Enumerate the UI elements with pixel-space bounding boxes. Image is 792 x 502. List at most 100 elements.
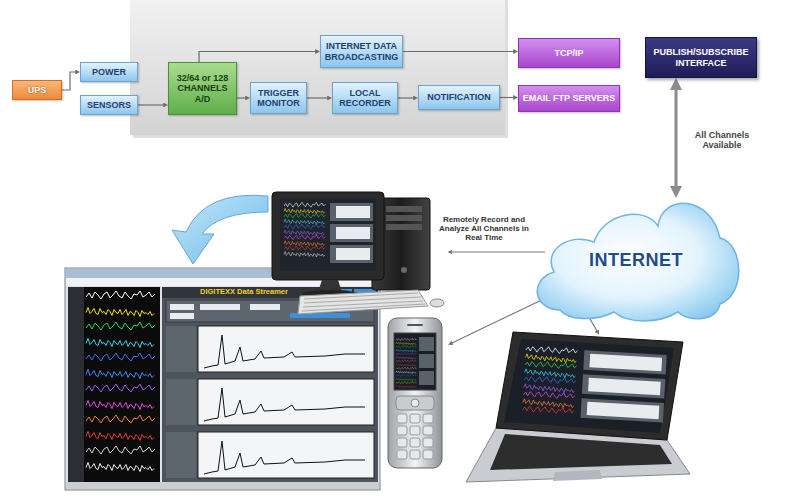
mobile-phone-part: [423, 426, 433, 435]
connector-arrow: [199, 52, 316, 63]
software-screenshot-part: [86, 446, 155, 454]
internet-cloud: INTERNET: [530, 198, 742, 322]
desktop-computer-part: [284, 202, 325, 257]
software-screenshot-part: [86, 308, 154, 317]
mobile-phone-part: [419, 337, 434, 351]
curved-arrow: [172, 195, 268, 264]
software-screenshot-part: [86, 415, 155, 423]
laptop-computer-part: [522, 405, 574, 414]
software-screenshot-part: [86, 463, 154, 472]
node-text: 32/64 or 128 CHANNELS A/D: [172, 73, 233, 104]
mobile-phone-part: [423, 438, 433, 447]
laptop-computer-part: [504, 339, 674, 433]
process-box: SENSORS: [80, 95, 138, 115]
node-text: POWER: [84, 67, 134, 77]
laptop-computer-part: [587, 402, 660, 420]
mobile-phone-part: [407, 324, 423, 326]
mobile-phone-part: [411, 399, 419, 407]
mobile-phone-part: [396, 385, 416, 388]
connector-arrow: [398, 97, 414, 98]
software-screenshot-part: [166, 379, 196, 425]
laptop-computer-part: [583, 350, 666, 374]
desktop-computer-part: [302, 293, 425, 311]
mobile-phone-part: [396, 374, 417, 376]
software-screenshot-part: [166, 326, 196, 372]
node-text: TCP/IP: [522, 48, 616, 58]
mobile-phone-part: [396, 364, 416, 367]
mobile-phone-part: [396, 353, 417, 355]
software-screenshot-part: [86, 370, 154, 379]
desktop-computer-part: [284, 230, 325, 235]
desktop-computer-part: [330, 203, 373, 221]
desktop-computer-part: [284, 235, 325, 240]
node-text: NOTIFICATION: [422, 92, 496, 102]
mobile-phone-part: [397, 414, 407, 423]
mobile-phone-part: [396, 345, 417, 347]
mobile-phone-part: [396, 357, 416, 360]
mobile-phone-part: [394, 333, 436, 390]
laptop-computer-part: [522, 346, 667, 423]
desktop-computer-part: [386, 215, 422, 221]
edge-label: All Channels Available: [688, 130, 756, 151]
software-screenshot-part: [200, 304, 240, 310]
software-screenshot-part: [68, 287, 160, 482]
connector-arrow: [500, 97, 514, 98]
software-screenshot-part: [204, 335, 365, 368]
process-box: NOTIFICATION: [418, 85, 500, 110]
software-screenshot-part: [66, 482, 379, 489]
node-text: INTERNET DATA BROADCASTING: [324, 41, 399, 62]
desktop-computer-part: [330, 224, 373, 242]
process-box: INTERNET DATA BROADCASTING: [320, 35, 403, 68]
desktop-computer-part: [284, 208, 325, 213]
software-screenshot-part: [170, 304, 194, 310]
software-screenshot-part: [170, 313, 194, 319]
ups-box: UPS: [12, 80, 62, 100]
node-text: EMAIL FTP SERVERS: [522, 93, 616, 103]
desktop-computer-part: [284, 213, 325, 218]
mobile-phone-part: [410, 438, 420, 447]
mobile-phone-part: [397, 450, 407, 459]
software-screenshot-part: [198, 326, 374, 372]
laptop-computer-part: [523, 384, 574, 394]
desktop-computer-part: [284, 219, 325, 224]
mobile-phone-part: [419, 371, 434, 385]
laptop-computer-part: [581, 398, 664, 422]
mobile-phone-part: [419, 354, 434, 368]
node-text: UPS: [16, 85, 58, 95]
mobile-phone-part: [396, 338, 417, 340]
desktop-computer: [272, 192, 444, 314]
laptop-computer-part: [524, 369, 575, 379]
desktop-computer-part: [284, 202, 325, 207]
mobile-phone-part: [396, 381, 417, 383]
interface-box: PUBLISH/SUBSCRIBE INTERFACE: [645, 37, 757, 78]
software-screenshot-part: [198, 432, 374, 478]
desktop-computer-part: [284, 241, 325, 246]
software-screenshot-part: [86, 339, 154, 348]
node-text: LOCAL RECORDER: [336, 88, 394, 109]
laptop-computer-part: [582, 374, 665, 398]
software-screenshot-part: [86, 353, 155, 361]
process-box: POWER: [80, 62, 138, 82]
mobile-phone-part: [410, 450, 420, 459]
desktop-computer-part: [284, 252, 325, 257]
software-screenshot-part: [204, 388, 365, 421]
app-title: DIGITEXX Data Streamer: [200, 288, 310, 297]
callout-text: Remotely Record and Analyze All Channels…: [436, 215, 532, 243]
laptop-computer-part: [490, 434, 672, 470]
desktop-computer-part: [336, 206, 370, 218]
system-panel-part: [130, 0, 505, 135]
desktop-computer-part: [330, 245, 373, 263]
mobile-phone-part: [396, 378, 416, 381]
mobile-phone-part: [397, 438, 407, 447]
software-screenshot-part: [68, 287, 84, 482]
software-screenshot-part: [86, 384, 155, 392]
mobile-phone-part: [410, 414, 420, 423]
laptop-computer-part: [525, 354, 576, 364]
desktop-computer-part: [336, 227, 370, 239]
mobile-phone-part: [396, 360, 417, 362]
software-screenshot-part: [86, 291, 155, 299]
desktop-computer-part: [280, 199, 376, 271]
desktop-computer-part: [430, 299, 444, 307]
software-screenshot-part: [250, 304, 280, 310]
